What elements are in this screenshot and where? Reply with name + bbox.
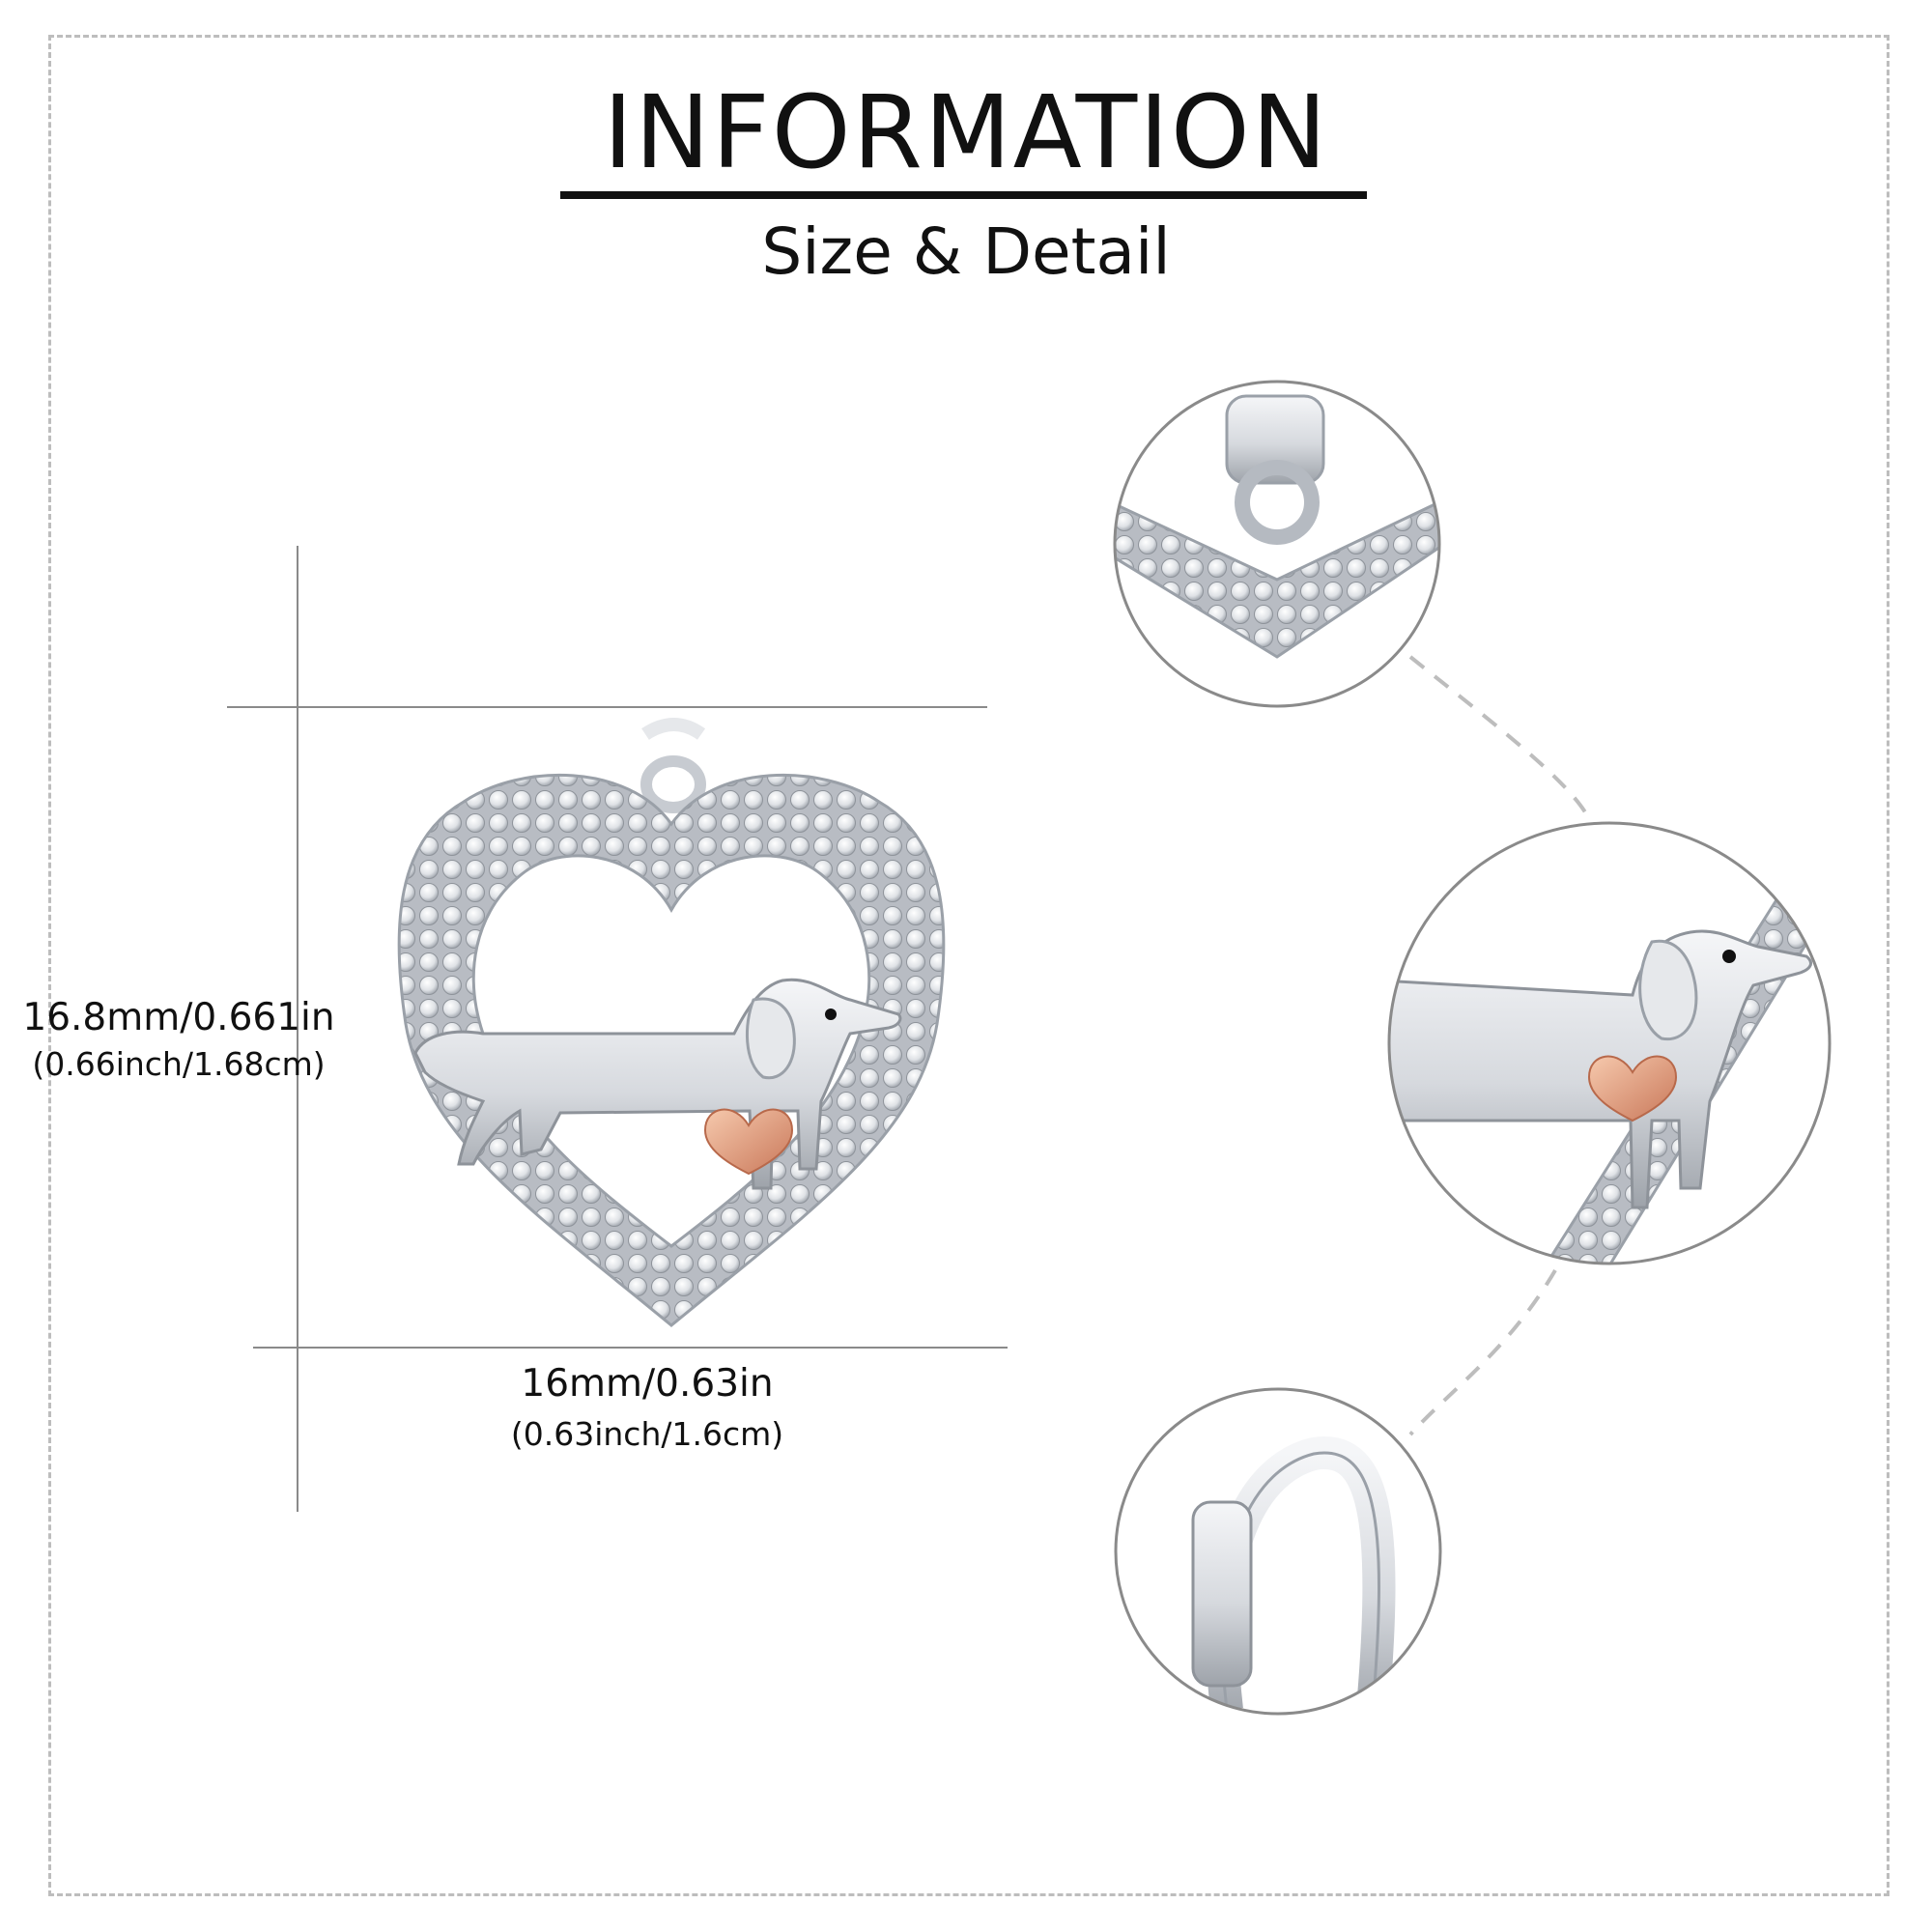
height-dimension-sublabel: (0.66inch/1.68cm) [32, 1045, 326, 1083]
title-underline [560, 191, 1367, 199]
dachshund-figure [413, 978, 902, 1190]
width-dimension-label: 16mm/0.63in [521, 1362, 774, 1406]
detail-connector [1408, 655, 1596, 1436]
heart-frame [397, 774, 946, 1327]
height-dimension-label: 16.8mm/0.661in [22, 996, 335, 1039]
dimension-lines [227, 546, 1008, 1512]
page-title: INFORMATION [603, 73, 1329, 191]
detail-clasp-closeup [1114, 1387, 1442, 1716]
rose-gold-heart [703, 1108, 794, 1176]
detail-dog-closeup [1387, 821, 1832, 1265]
dashed-border-frame [48, 35, 1889, 1896]
width-dimension-sublabel: (0.63inch/1.6cm) [510, 1415, 784, 1453]
page-subtitle: Size & Detail [761, 214, 1171, 289]
heart-pendant [397, 718, 946, 1327]
detail-bail-closeup [1113, 380, 1441, 708]
